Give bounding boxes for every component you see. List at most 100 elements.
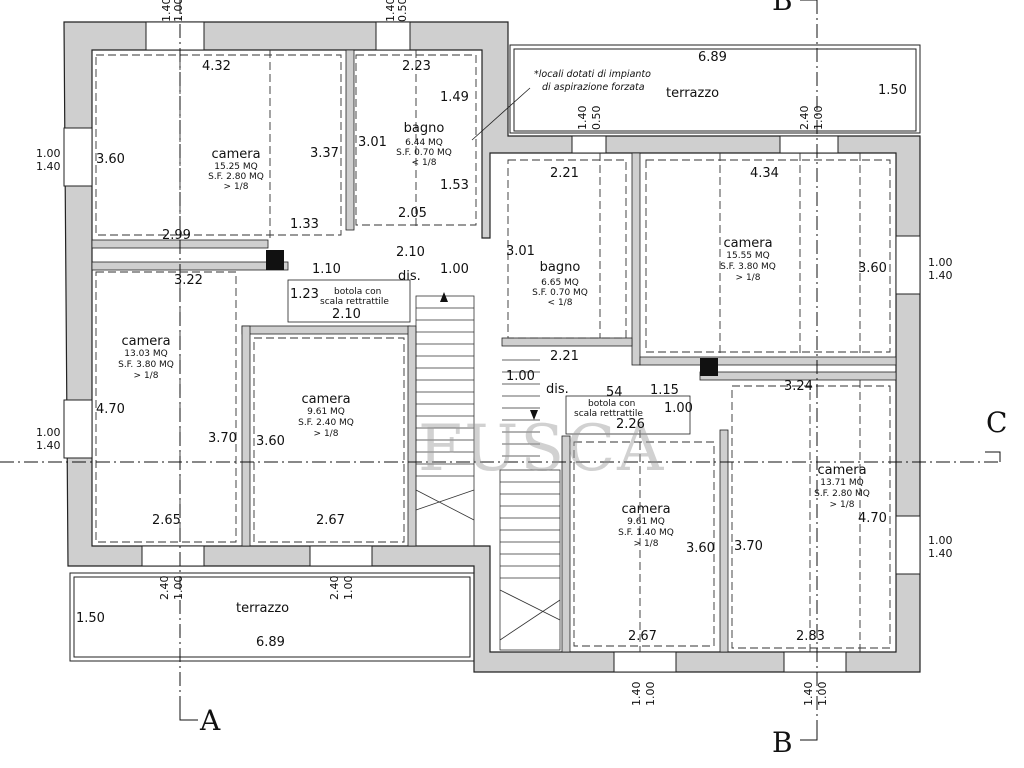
svg-text:3.70: 3.70 <box>734 539 763 554</box>
window-top-left-height: 1.40 <box>160 0 173 22</box>
svg-text:3.60: 3.60 <box>858 261 887 276</box>
svg-text:2.21: 2.21 <box>550 166 579 181</box>
botola-left-line-2: scala rettrattile <box>320 297 389 307</box>
svg-text:S.F. 2.80 MQ: S.F. 2.80 MQ <box>814 489 870 499</box>
window-left-top-width: 1.00 <box>36 147 61 160</box>
svg-text:1.15: 1.15 <box>650 383 679 398</box>
walls <box>63 21 921 673</box>
svg-text:2.67: 2.67 <box>628 629 657 644</box>
terrazzo-top-label: terrazzo <box>666 86 719 101</box>
svg-text:> 1/8: > 1/8 <box>134 371 159 381</box>
svg-text:camera: camera <box>817 463 866 478</box>
dis-left-label: dis. <box>398 269 421 284</box>
svg-text:1.33: 1.33 <box>290 217 319 232</box>
window-bot-r1-width: 1.00 <box>644 682 657 707</box>
svg-text:2.23: 2.23 <box>402 59 431 74</box>
dis-right-label: dis. <box>546 382 569 397</box>
window-right-bot-height: 1.40 <box>928 547 953 560</box>
svg-text:9.61 MQ: 9.61 MQ <box>627 517 665 527</box>
terrazzo-bottom-label: terrazzo <box>236 601 289 616</box>
svg-text:1.53: 1.53 <box>440 178 469 193</box>
svg-text:9.61 MQ: 9.61 MQ <box>307 407 345 417</box>
dimension-labels: 4.32 2.23 6.89 1.49 1.50 3.60 3.37 3.01 … <box>76 50 907 650</box>
room-camera-top-right: camera 15.55 MQ S.F. 3.80 MQ > 1/8 <box>720 236 776 283</box>
room-camera-top-left: camera 15.25 MQ S.F. 2.80 MQ > 1/8 <box>208 147 264 192</box>
window-top-r1-height: 1.40 <box>576 106 589 131</box>
window-bot-l1-height: 2.40 <box>158 576 171 601</box>
window-bot-l2-height: 2.40 <box>328 576 341 601</box>
trapdoors <box>287 279 691 435</box>
window-labels: 1.00 1.40 0.50 1.40 0.50 1.40 1.00 2.40 … <box>36 0 953 706</box>
window-top-r2-width: 1.00 <box>812 106 825 131</box>
botola-right-line-2: scala rettrattile <box>574 409 643 419</box>
room-camera-bottom-right: camera 13.71 MQ S.F. 2.80 MQ > 1/8 <box>814 463 870 510</box>
window-top-r2-height: 2.40 <box>798 106 811 131</box>
window-bot-l2-width: 1.00 <box>342 576 355 601</box>
svg-text:4.70: 4.70 <box>858 511 887 526</box>
svg-text:1.00: 1.00 <box>440 262 469 277</box>
note-line-1: *locali dotati di impianto <box>534 69 651 80</box>
svg-text:3.60: 3.60 <box>686 541 715 556</box>
section-b-top-label: B <box>772 0 793 17</box>
botola-left-line-1: botola con <box>334 287 381 297</box>
svg-text:2.10: 2.10 <box>396 245 425 260</box>
svg-text:4.32: 4.32 <box>202 59 231 74</box>
svg-text:3.01: 3.01 <box>358 135 387 150</box>
svg-text:15.55 MQ: 15.55 MQ <box>726 251 769 261</box>
svg-text:S.F. 1.40 MQ: S.F. 1.40 MQ <box>618 528 674 538</box>
svg-text:2.67: 2.67 <box>316 513 345 528</box>
svg-text:camera: camera <box>211 147 260 162</box>
svg-text:bagno: bagno <box>540 260 581 275</box>
svg-text:S.F. 0.70 MQ: S.F. 0.70 MQ <box>396 148 452 158</box>
note-leader <box>471 87 531 141</box>
svg-text:13.03 MQ: 13.03 MQ <box>124 349 167 359</box>
svg-text:S.F. 3.80 MQ: S.F. 3.80 MQ <box>118 360 174 370</box>
room-bagno-top: bagno 6.44 MQ S.F. 0.70 MQ < 1/8 <box>396 121 452 168</box>
room-camera-bottom-left: camera 9.61 MQ S.F. 2.40 MQ > 1/8 <box>298 392 354 439</box>
svg-text:< 1/8: < 1/8 <box>548 298 573 308</box>
window-bot-r1-height: 1.40 <box>630 682 643 707</box>
svg-text:2.10: 2.10 <box>332 307 361 322</box>
svg-text:camera: camera <box>723 236 772 251</box>
svg-text:13.71 MQ: 13.71 MQ <box>820 478 863 488</box>
svg-text:2.83: 2.83 <box>796 629 825 644</box>
svg-text:camera: camera <box>121 334 170 349</box>
window-top-left-width: 1.00 <box>172 0 185 22</box>
window-top-mid-width: 0.50 <box>396 0 409 22</box>
svg-text:1.50: 1.50 <box>76 611 105 626</box>
svg-text:1.00: 1.00 <box>664 401 693 416</box>
watermark: FUSCA <box>418 412 665 486</box>
svg-text:15.25 MQ: 15.25 MQ <box>214 162 257 172</box>
window-bot-r2-width: 1.00 <box>816 682 829 707</box>
section-b-bottom-label: B <box>772 726 793 759</box>
window-right-bot-width: 1.00 <box>928 534 953 547</box>
svg-text:bagno: bagno <box>404 121 445 136</box>
room-bagno-mid: bagno 6.65 MQ S.F. 0.70 MQ < 1/8 <box>532 260 588 308</box>
svg-text:< 1/8: < 1/8 <box>412 158 437 168</box>
note-line-2: di aspirazione forzata <box>542 82 645 93</box>
svg-text:2.21: 2.21 <box>550 349 579 364</box>
svg-text:2.05: 2.05 <box>398 206 427 221</box>
svg-text:> 1/8: > 1/8 <box>314 429 339 439</box>
svg-text:> 1/8: > 1/8 <box>224 182 249 192</box>
room-camera-bottom-mid: camera 9.61 MQ S.F. 1.40 MQ > 1/8 <box>618 502 674 549</box>
svg-text:54: 54 <box>606 385 623 400</box>
window-left-bot-height: 1.40 <box>36 439 61 452</box>
svg-text:S.F. 3.80 MQ: S.F. 3.80 MQ <box>720 262 776 272</box>
svg-text:3.60: 3.60 <box>256 434 285 449</box>
svg-text:1.50: 1.50 <box>878 83 907 98</box>
svg-text:1.49: 1.49 <box>440 90 469 105</box>
window-bot-l1-width: 1.00 <box>172 576 185 601</box>
direction-arrows <box>440 292 538 420</box>
window-top-r1-width: 0.50 <box>590 106 603 131</box>
svg-text:camera: camera <box>621 502 670 517</box>
section-lines <box>0 0 1001 741</box>
window-left-top-height: 1.40 <box>36 160 61 173</box>
svg-text:2.65: 2.65 <box>152 513 181 528</box>
svg-text:3.37: 3.37 <box>310 146 339 161</box>
window-right-top-width: 1.00 <box>928 256 953 269</box>
svg-text:6.89: 6.89 <box>698 50 727 65</box>
window-openings <box>63 21 921 673</box>
svg-text:6.44 MQ: 6.44 MQ <box>405 138 443 148</box>
